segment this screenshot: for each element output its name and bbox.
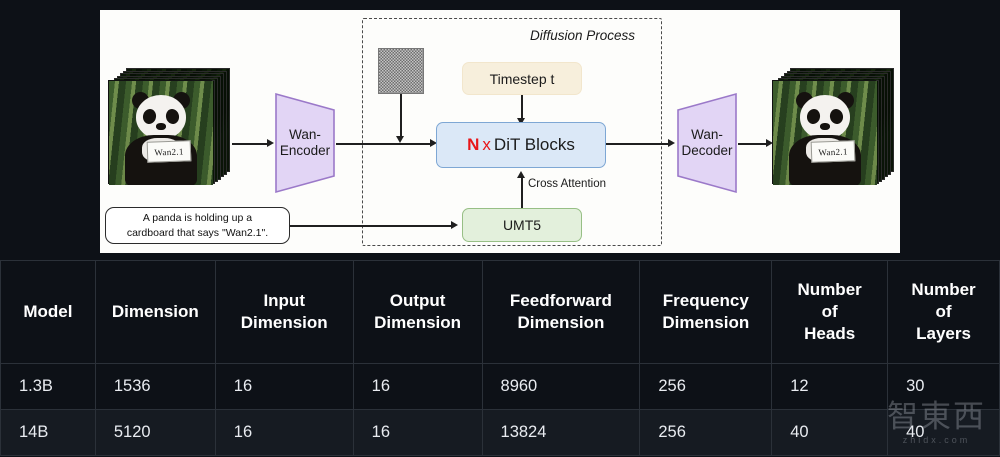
- col-header-number-of-heads-line2: of: [821, 302, 838, 322]
- cell-output-dimension: 16: [352, 363, 483, 410]
- col-header-frequency-dimension-line2: Dimension: [662, 313, 750, 332]
- cell-feedforward-dimension: 13824: [481, 409, 641, 456]
- panda-frame-front: Wan2.1: [109, 81, 213, 185]
- col-header-feedforward-dimension: Feedforward Dimension: [481, 260, 641, 364]
- arrow-decoder-to-output: [738, 143, 768, 145]
- col-header-number-of-layers: Number of Layers: [887, 260, 1000, 364]
- cell-input-dimension: 16: [214, 363, 354, 410]
- cell-number-of-heads: 12: [771, 363, 889, 410]
- cardboard-text-output: Wan2.1: [818, 146, 848, 158]
- arrow-prompt-to-umt5: [290, 225, 452, 227]
- wan-encoder-block[interactable]: Wan- Encoder: [274, 92, 336, 194]
- table-row: 14B 5120 16 16 13824 256 40 40: [0, 409, 1000, 456]
- col-header-model-line1: Model: [23, 302, 73, 322]
- arrowhead-encoder-to-dit: [430, 139, 437, 147]
- arrowhead-timestep-to-dit: [517, 118, 525, 125]
- diffusion-process-boundary: [362, 18, 662, 246]
- arrowhead-dit-to-decoder: [668, 139, 675, 147]
- text-prompt-line2: cardboard that says "Wan2.1".: [126, 226, 269, 239]
- table-header-row: Model Dimension Input Dimension Output D…: [0, 260, 1000, 364]
- col-header-input-dimension-line2: Dimension: [240, 313, 328, 332]
- col-header-output-dimension-line1: Output: [389, 291, 446, 311]
- cell-feedforward-dimension: 8960: [481, 363, 641, 410]
- dit-blocks-label: DiT Blocks: [493, 135, 575, 154]
- cell-frequency-dimension: 256: [639, 409, 773, 456]
- timestep-label: Timestep t: [489, 70, 555, 87]
- cell-model: 1.3B: [0, 363, 96, 410]
- col-header-feedforward-dimension-line1: Feedforward: [509, 291, 612, 311]
- col-header-number-of-heads-line3: Heads: [804, 323, 856, 343]
- cell-input-dimension: 16: [214, 409, 354, 456]
- cell-number-of-layers: 30: [887, 363, 1000, 410]
- cell-dimension: 5120: [94, 409, 216, 456]
- table-row: 1.3B 1536 16 16 8960 256 12 30: [0, 363, 1000, 410]
- umt5-label: UMT5: [502, 217, 542, 233]
- arrow-timestep-to-dit: [521, 95, 523, 120]
- arrowhead-frames-to-encoder: [267, 139, 274, 147]
- cross-attention-label: Cross Attention: [528, 178, 606, 190]
- col-header-number-of-heads-line1: Number: [797, 280, 862, 300]
- dit-blocks-block[interactable]: N x DiT Blocks: [436, 122, 606, 168]
- wan-decoder-block[interactable]: Wan- Decoder: [676, 92, 738, 194]
- col-header-number-of-layers-line2: of: [935, 302, 952, 322]
- text-prompt-box[interactable]: A panda is holding up a cardboard that s…: [105, 207, 290, 244]
- cardboard-sign-output: Wan2.1: [810, 140, 856, 163]
- cardboard-text: Wan2.1: [154, 146, 184, 158]
- col-header-dimension: Dimension: [94, 260, 216, 364]
- input-video-frames: Wan2.1: [108, 68, 232, 185]
- col-header-model: Model: [0, 260, 96, 364]
- table-body: 1.3B 1536 16 16 8960 256 12 30 14B 5120 …: [0, 363, 1000, 456]
- arrowhead-noise-to-dit: [396, 136, 404, 143]
- wan-decoder-label-line2: Decoder: [681, 143, 733, 158]
- arrow-umt5-to-dit: [521, 178, 523, 208]
- cell-output-dimension: 16: [352, 409, 483, 456]
- col-header-frequency-dimension: Frequency Dimension: [639, 260, 773, 364]
- model-config-table: Model Dimension Input Dimension Output D…: [0, 260, 1000, 456]
- arrowhead-decoder-to-output: [766, 139, 773, 147]
- dit-repeat-count: N: [467, 135, 480, 154]
- col-header-output-dimension: Output Dimension: [352, 260, 483, 364]
- gaussian-noise-patch: [378, 48, 424, 94]
- dit-times-symbol: x: [482, 135, 491, 154]
- wan-decoder-label-line1: Wan-: [691, 126, 723, 142]
- output-video-frames: Wan2.1: [772, 68, 896, 185]
- col-header-input-dimension-line1: Input: [263, 291, 305, 311]
- col-header-number-of-layers-line1: Number: [911, 280, 976, 300]
- wan-decoder-label: Wan- Decoder: [676, 92, 738, 194]
- col-header-number-of-heads: Number of Heads: [771, 260, 889, 364]
- col-header-dimension-line1: Dimension: [111, 302, 199, 322]
- wan-encoder-label-line2: Encoder: [279, 143, 331, 158]
- cell-number-of-heads: 40: [771, 409, 889, 456]
- cardboard-sign: Wan2.1: [146, 140, 192, 163]
- cell-frequency-dimension: 256: [639, 363, 773, 410]
- col-header-frequency-dimension-line1: Frequency: [662, 291, 749, 311]
- arrowhead-prompt-to-umt5: [451, 221, 458, 229]
- panda-frame-output: Wan2.1: [773, 81, 877, 185]
- timestep-block[interactable]: Timestep t: [462, 62, 582, 95]
- umt5-block[interactable]: UMT5: [462, 208, 582, 242]
- arrow-dit-to-decoder: [606, 143, 670, 145]
- col-header-feedforward-dimension-line2: Dimension: [517, 313, 605, 332]
- arrow-noise-to-dit: [400, 94, 402, 138]
- cell-dimension: 1536: [94, 363, 216, 410]
- table-head: Model Dimension Input Dimension Output D…: [0, 260, 1000, 364]
- col-header-number-of-layers-line3: Layers: [916, 323, 971, 343]
- architecture-figure: Diffusion Process: [100, 10, 900, 253]
- cell-number-of-layers: 40: [887, 409, 1000, 456]
- wan-encoder-label-line1: Wan-: [289, 126, 321, 142]
- arrow-encoder-to-dit: [336, 143, 432, 145]
- wan-encoder-label: Wan- Encoder: [274, 92, 336, 194]
- col-header-input-dimension: Input Dimension: [214, 260, 354, 364]
- text-prompt-line1: A panda is holding up a: [142, 212, 253, 225]
- cell-model: 14B: [0, 409, 96, 456]
- arrow-frames-to-encoder: [232, 143, 268, 145]
- arrowhead-umt5-to-dit: [517, 171, 525, 178]
- diffusion-process-label: Diffusion Process: [530, 28, 636, 43]
- col-header-output-dimension-line2: Dimension: [374, 313, 462, 332]
